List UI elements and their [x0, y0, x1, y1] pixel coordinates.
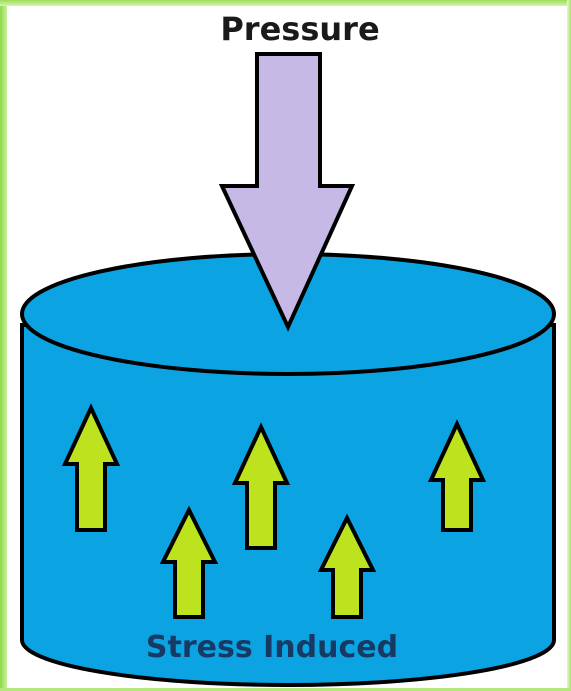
pressure-label: Pressure — [220, 10, 379, 48]
stress-induced-label: Stress Induced — [146, 630, 398, 665]
